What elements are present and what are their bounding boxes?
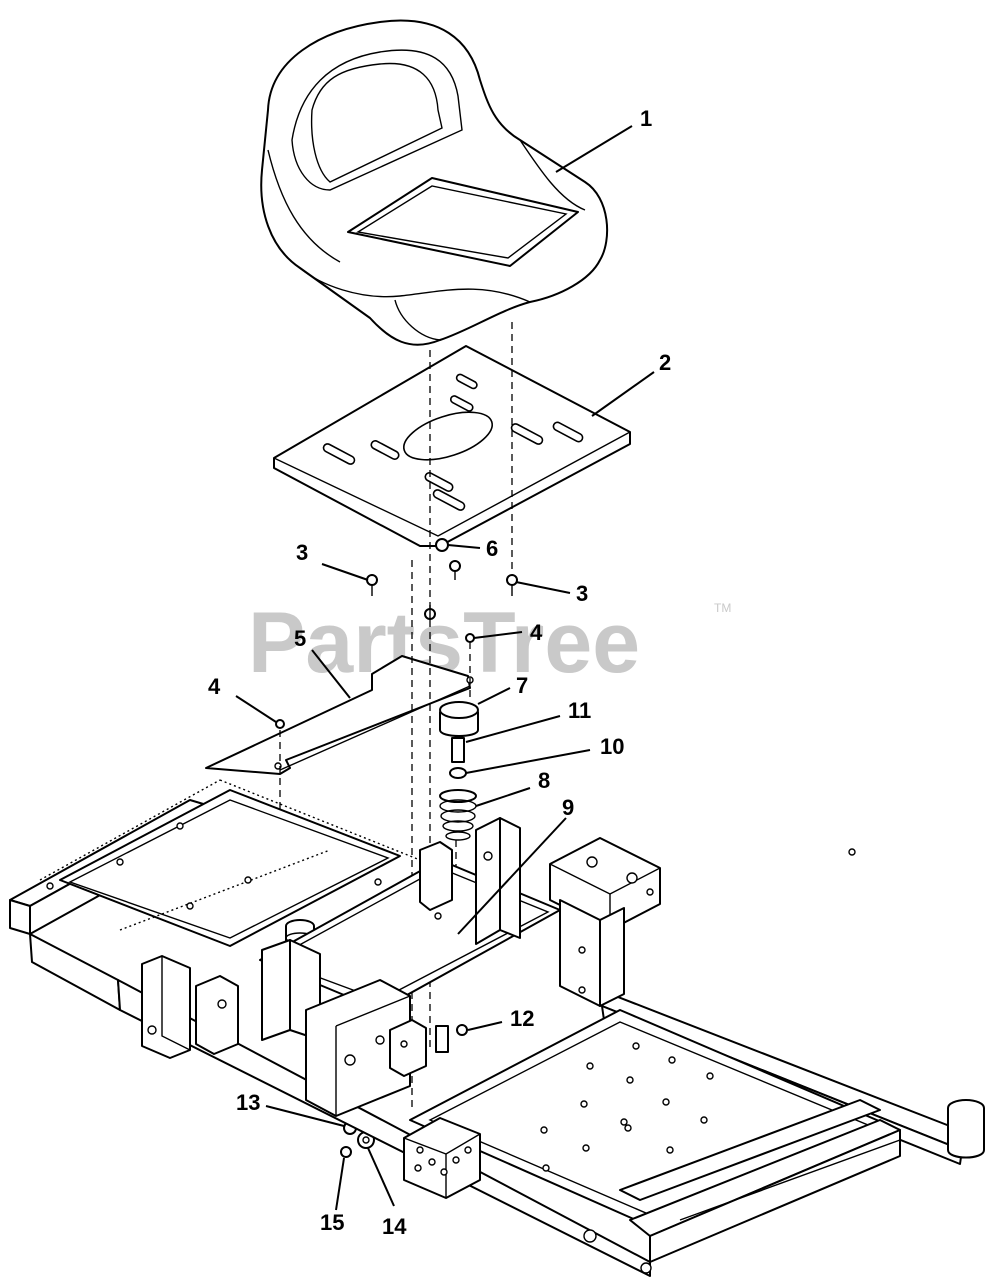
callout-4-left: 4 [208, 674, 221, 699]
bolt-15 [340, 1146, 352, 1158]
callout-4-right: 4 [530, 620, 543, 645]
callouts: 1 2 3 3 4 4 5 6 7 8 9 10 11 12 13 14 15 [208, 106, 671, 1239]
callout-2: 2 [659, 350, 671, 375]
nut-4-left [275, 719, 285, 729]
nut-4-right [465, 633, 475, 643]
bolt-12 [456, 1024, 468, 1036]
callout-1: 1 [640, 106, 652, 131]
spring-8 [439, 789, 477, 841]
watermark-trademark: TM [714, 601, 731, 615]
seat [260, 19, 609, 346]
seat-bracket [205, 655, 474, 775]
callout-6: 6 [486, 536, 498, 561]
bumper-7 [439, 701, 479, 737]
callout-12: 12 [510, 1006, 534, 1031]
callout-13: 13 [236, 1090, 260, 1115]
callout-10: 10 [600, 734, 624, 759]
callout-3-left: 3 [296, 540, 308, 565]
callout-14: 14 [382, 1214, 407, 1239]
bolt-6 [435, 538, 461, 580]
watermark: PartsTree TM [248, 595, 731, 691]
callout-11: 11 [568, 698, 591, 723]
callout-8: 8 [538, 768, 550, 793]
bracket-12 [435, 1025, 449, 1053]
callout-15: 15 [320, 1210, 344, 1235]
callout-9: 9 [562, 795, 574, 820]
spacer-11 [451, 737, 465, 763]
seat-plate [273, 345, 631, 547]
bolt-3-left [366, 574, 378, 596]
callout-7: 7 [516, 673, 528, 698]
washer-10 [449, 767, 467, 779]
leader-lines [235, 125, 655, 1211]
callout-5: 5 [294, 626, 306, 651]
callout-3-right: 3 [576, 581, 588, 606]
mower-frame [9, 779, 985, 1277]
bolt-3-right [506, 574, 518, 596]
